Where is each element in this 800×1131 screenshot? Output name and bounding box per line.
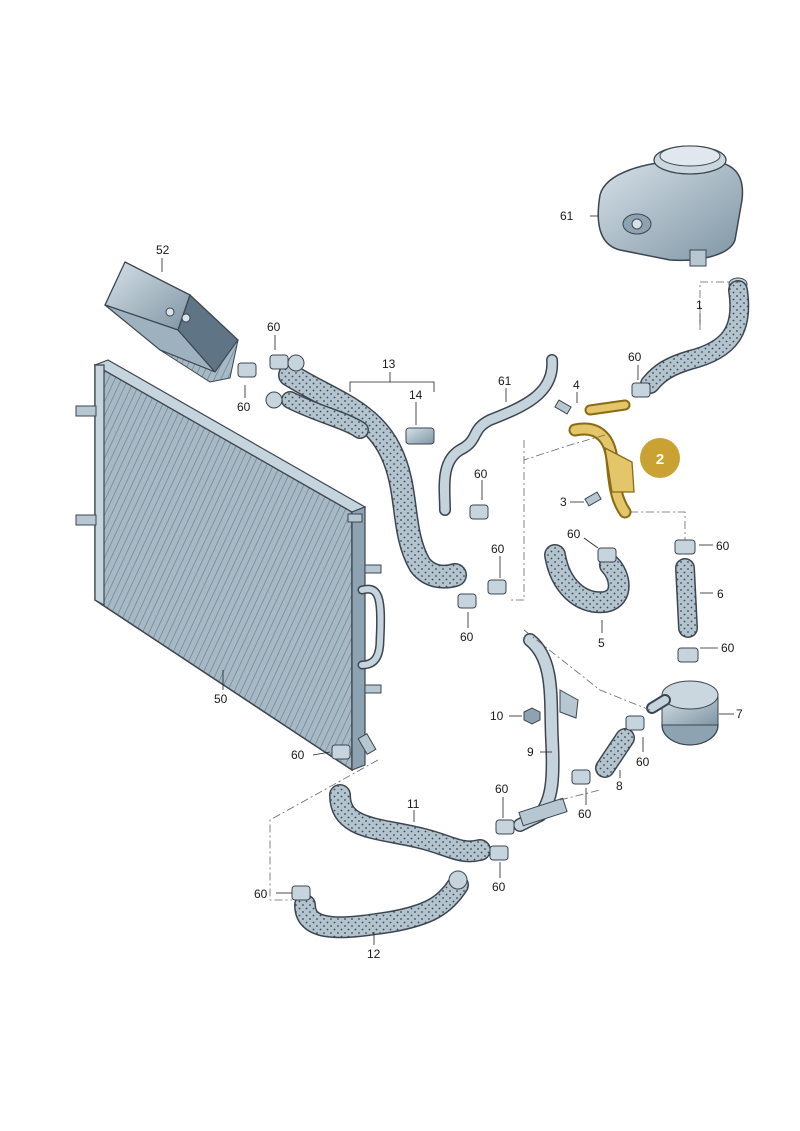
label-52: 61 (498, 374, 512, 388)
highlight-badge: 2 (640, 438, 680, 478)
hose-11[interactable] (329, 784, 491, 863)
label-60a: 60 (267, 320, 281, 334)
label-8: 8 (616, 779, 623, 793)
label-60f: 60 (716, 539, 730, 553)
bolt-part-3[interactable] (584, 491, 602, 507)
label-12: 12 (367, 947, 381, 961)
bolt-part-4[interactable] (554, 399, 572, 415)
label-9: 9 (527, 745, 534, 759)
label-3: 3 (560, 495, 567, 509)
label-61a: 60 (721, 641, 735, 655)
label-60e: 60 (567, 527, 581, 541)
hose-clamps (237, 354, 699, 901)
label-60m: 60 (254, 887, 268, 901)
label-61b: 60 (636, 755, 650, 769)
hose-13[interactable] (265, 354, 467, 589)
dash-dot-assembly-lines (269, 281, 740, 901)
label-13: 13 (382, 357, 396, 371)
hose-12[interactable] (294, 870, 469, 939)
part-labels: 61 52 60 60 13 14 61 4 60 1 3 60 60 60 6… (156, 209, 743, 961)
badge-text: 2 (656, 451, 664, 468)
label-14: 14 (409, 388, 423, 402)
label-60l: 60 (492, 880, 506, 894)
hose-52[interactable] (438, 354, 559, 516)
sensor-part-14[interactable] (405, 427, 435, 445)
coolant-pump-part-7[interactable] (646, 680, 719, 746)
coolant-pipe-part-2-highlighted[interactable] (568, 399, 635, 519)
hose-1[interactable] (640, 280, 750, 394)
label-60i: 60 (291, 748, 305, 762)
label-60c: 60 (628, 350, 642, 364)
label-1: 1 (696, 298, 703, 312)
label-10: 10 (490, 709, 504, 723)
label-50: 50 (214, 692, 228, 706)
label-60h: 60 (460, 630, 474, 644)
hose-6[interactable] (675, 558, 698, 638)
label-60g: 60 (491, 542, 505, 556)
label-7: 7 (736, 707, 743, 721)
label-60b: 60 (237, 400, 251, 414)
label-51: 52 (156, 243, 170, 257)
hose-5[interactable] (544, 544, 630, 614)
label-60j: 60 (495, 782, 509, 796)
hose-8[interactable] (595, 728, 635, 778)
label-60d: 60 (474, 467, 488, 481)
label-6: 6 (717, 587, 724, 601)
label-53: 61 (560, 209, 574, 223)
leader-lines (161, 215, 734, 945)
pipe-9[interactable] (513, 633, 579, 832)
label-60k: 60 (578, 807, 592, 821)
label-4: 4 (573, 378, 580, 392)
label-11: 11 (407, 797, 420, 811)
nut-part-10[interactable] (523, 707, 541, 725)
radiator-part-50[interactable] (75, 359, 386, 772)
label-5: 5 (598, 636, 605, 650)
expansion-tank-part-53[interactable] (597, 145, 748, 291)
charge-air-cooler-part-51[interactable] (104, 261, 239, 383)
